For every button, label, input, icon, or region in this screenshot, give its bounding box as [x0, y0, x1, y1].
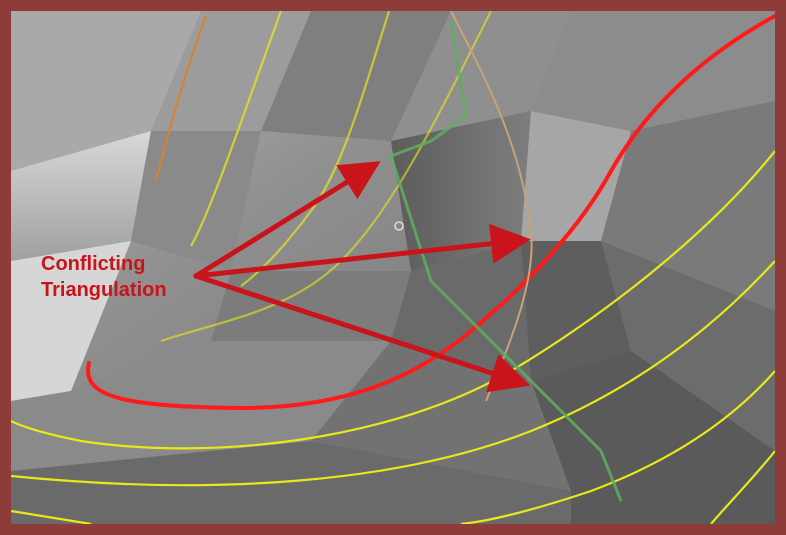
- arrow-to-upper-conflict: [193, 161, 381, 279]
- tan-breakline: [450, 11, 533, 402]
- green-breakline: [389, 20, 623, 502]
- annotation-arrows: [193, 161, 531, 393]
- point-marker: [394, 221, 404, 231]
- label-line-1: Conflicting: [41, 253, 146, 275]
- arrow-to-lower-conflict: [193, 273, 531, 393]
- orange-contour: [155, 15, 207, 182]
- surface-facets: [11, 11, 775, 524]
- label-line-2: Triangulation: [41, 279, 167, 301]
- surface-canvas: [11, 11, 775, 524]
- conflicting-triangulation-label: Conflicting Triangulation: [41, 251, 167, 303]
- arrow-to-middle-conflict: [193, 223, 531, 279]
- contour-lines: [11, 11, 775, 524]
- highlighted-contour: [86, 14, 775, 411]
